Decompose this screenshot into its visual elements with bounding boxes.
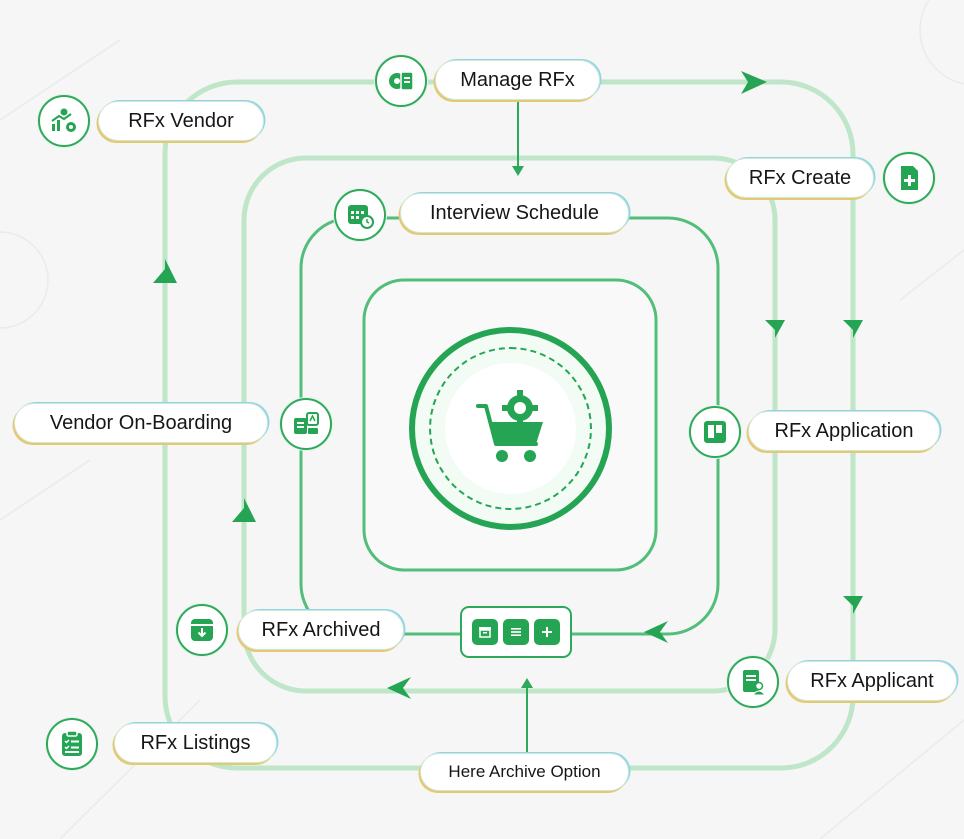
rfx-archived-label[interactable]: RFx Archived bbox=[238, 610, 404, 650]
archive-box-icon bbox=[191, 619, 213, 641]
arrow-up-left-outer bbox=[153, 259, 177, 283]
manage-rfx-label[interactable]: Manage RFx bbox=[435, 60, 600, 100]
arrow-left-inner bbox=[644, 621, 668, 643]
rfx-application-label[interactable]: RFx Application bbox=[748, 411, 940, 451]
hub-dashed-ring bbox=[429, 347, 592, 510]
document-gear-icon bbox=[389, 71, 414, 91]
rfx-archived-node-icon[interactable] bbox=[176, 604, 228, 656]
rfx-create-label[interactable]: RFx Create bbox=[726, 158, 874, 198]
checklist-icon bbox=[62, 730, 82, 756]
interview-schedule-label[interactable]: Interview Schedule bbox=[400, 193, 629, 233]
rfx-listings-label[interactable]: RFx Listings bbox=[114, 723, 277, 763]
applicant-document-icon bbox=[743, 670, 767, 696]
vendor-onboarding-label[interactable]: Vendor On-Boarding bbox=[14, 403, 268, 443]
hub-inner-circle bbox=[445, 363, 576, 494]
manage-rfx-node-icon[interactable] bbox=[375, 55, 427, 107]
rfx-applicant-label[interactable]: RFx Applicant bbox=[787, 661, 957, 701]
flow-arrowheads bbox=[153, 71, 863, 699]
arrow-down-right-outer bbox=[843, 320, 863, 338]
archive-option-label: Here Archive Option bbox=[420, 753, 629, 791]
interview-schedule-node-icon[interactable] bbox=[334, 189, 386, 241]
rfx-create-node-icon[interactable] bbox=[883, 152, 935, 204]
arrow-up-left-mid bbox=[232, 498, 256, 522]
onboarding-icon bbox=[294, 412, 319, 434]
board-icon bbox=[704, 421, 726, 443]
rfx-applicant-node-icon[interactable] bbox=[727, 656, 779, 708]
archive-icon[interactable] bbox=[472, 619, 499, 645]
arrow-left-bottom bbox=[387, 677, 411, 699]
arrow-down-right-low bbox=[843, 596, 863, 614]
new-document-icon bbox=[901, 166, 918, 190]
calendar-clock-icon bbox=[348, 205, 374, 229]
rfx-vendor-node-icon[interactable] bbox=[38, 95, 90, 147]
arrow-right-top bbox=[741, 71, 767, 94]
cart-gear-icon bbox=[475, 389, 543, 462]
rfx-application-node-icon[interactable] bbox=[689, 406, 741, 458]
central-hub bbox=[409, 327, 612, 530]
arrow-down-right-mid bbox=[765, 320, 785, 338]
plus-icon[interactable] bbox=[533, 619, 560, 645]
vendor-onboarding-node-icon[interactable] bbox=[280, 398, 332, 450]
list-icon[interactable] bbox=[502, 619, 529, 645]
rfx-listings-node-icon[interactable] bbox=[46, 718, 98, 770]
vendor-analytics-icon bbox=[51, 108, 76, 132]
rfx-vendor-label[interactable]: RFx Vendor bbox=[98, 101, 264, 141]
archive-toolbar bbox=[460, 606, 572, 658]
